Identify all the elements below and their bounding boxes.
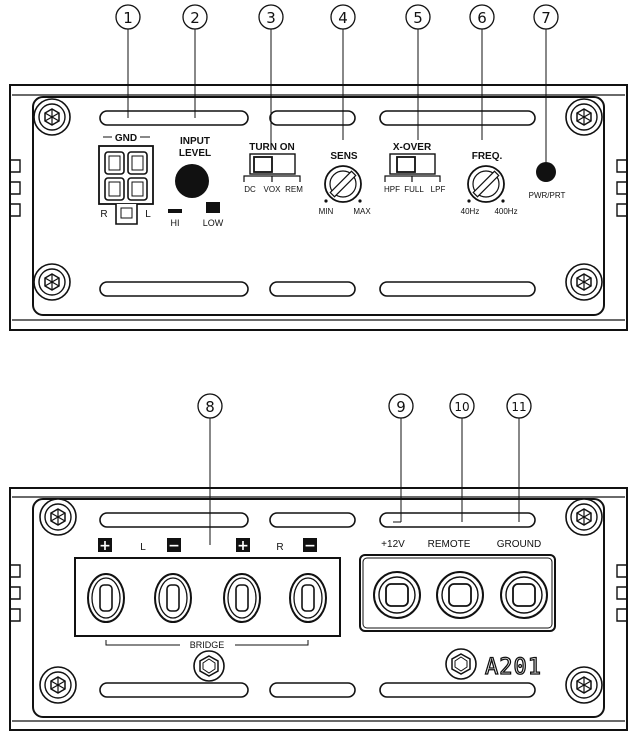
pwr-label: PWR/PRT xyxy=(529,191,566,200)
speaker-terminal[interactable] xyxy=(154,573,192,623)
turn-on-label: TURN ON xyxy=(249,142,295,153)
model-logo: A201 xyxy=(485,655,542,680)
callouts-top: 1 2 3 4 5 6 7 xyxy=(115,4,559,30)
freq-max-label: 400Hz xyxy=(494,207,517,216)
screw-icon xyxy=(565,498,603,536)
minus-icon xyxy=(167,538,181,552)
screw-icon xyxy=(565,666,603,704)
bridge-bracket: BRIDGE xyxy=(105,640,309,650)
sens-min-label: MIN xyxy=(319,207,334,216)
led-icon xyxy=(536,162,556,182)
vent-slot xyxy=(99,682,249,698)
input-level-label-2: LEVEL xyxy=(179,148,211,159)
l-label: L xyxy=(145,209,151,220)
callout-number: 6 xyxy=(477,9,487,27)
speaker-polarity-labels: + L − + R − xyxy=(98,538,317,554)
remote-terminal[interactable] xyxy=(436,571,484,619)
callout-number: 9 xyxy=(396,398,406,416)
speaker-terminal[interactable] xyxy=(289,573,327,623)
knob-icon xyxy=(324,165,362,203)
power-12v-terminal[interactable] xyxy=(373,571,421,619)
vent-slot xyxy=(269,281,356,297)
sens-max-label: MAX xyxy=(353,207,371,216)
vent-slot xyxy=(379,281,536,297)
pwr-led: PWR/PRT xyxy=(529,162,566,200)
minus-symbol: − xyxy=(168,538,180,554)
vent-slot xyxy=(269,110,356,126)
freq-knob[interactable]: FREQ. 40Hz 400Hz xyxy=(461,151,518,216)
input-connector[interactable]: GND R L xyxy=(98,133,154,225)
plus-symbol: + xyxy=(99,538,111,554)
input-level-label: INPUT xyxy=(180,136,210,147)
turn-on-option: DC xyxy=(244,185,256,194)
callout-number: 11 xyxy=(511,400,526,414)
rear-panel: + L − + R − BRIDGE xyxy=(9,393,628,731)
ground-label: GROUND xyxy=(497,539,541,550)
left-channel-label: L xyxy=(140,542,146,553)
xover-label: X-OVER xyxy=(393,142,432,153)
callout-number: 4 xyxy=(338,9,348,27)
gnd-label: GND xyxy=(115,133,137,144)
ground-terminal[interactable] xyxy=(500,571,548,619)
screw-icon xyxy=(39,666,77,704)
plus-icon xyxy=(98,538,112,552)
callout-number: 1 xyxy=(123,9,133,27)
vent-slot xyxy=(99,110,249,126)
remote-label: REMOTE xyxy=(428,539,471,550)
xover-option: HPF xyxy=(384,185,400,194)
xover-switch[interactable]: X-OVER HPF FULL LPF xyxy=(384,142,445,194)
hi-label: HI xyxy=(171,218,180,228)
turn-on-option: REM xyxy=(285,185,303,194)
speaker-terminal[interactable] xyxy=(87,573,125,623)
vent-slot xyxy=(379,110,536,126)
screw-icon xyxy=(565,263,603,301)
screw-icon xyxy=(33,98,71,136)
knob-icon xyxy=(467,165,505,203)
bridge-label: BRIDGE xyxy=(190,640,225,650)
minus-symbol: − xyxy=(304,538,316,554)
callouts-bottom: 8 9 10 11 xyxy=(197,393,532,419)
vent-slot xyxy=(99,281,249,297)
leader-lines xyxy=(127,29,547,162)
vent-slot xyxy=(269,512,356,528)
callout-number: 7 xyxy=(541,9,551,27)
vent-slot xyxy=(379,682,536,698)
hex-screw xyxy=(193,650,225,682)
vent-slot xyxy=(99,512,249,528)
r-label: R xyxy=(100,209,107,220)
hex-screw xyxy=(445,648,477,680)
minus-icon xyxy=(303,538,317,552)
plus-icon xyxy=(236,538,250,552)
callout-number: 3 xyxy=(266,9,276,27)
right-channel-label: R xyxy=(276,542,283,553)
callout-number: 2 xyxy=(190,9,200,27)
low-label: LOW xyxy=(203,218,224,228)
xover-option: FULL xyxy=(404,185,424,194)
turn-on-switch[interactable]: TURN ON DC VOX REM xyxy=(243,142,303,194)
screw-icon xyxy=(565,98,603,136)
vent-slot xyxy=(379,512,536,528)
vent-slot xyxy=(269,682,356,698)
turn-on-option: VOX xyxy=(264,185,282,194)
freq-label: FREQ. xyxy=(472,151,503,162)
sens-knob[interactable]: SENS MIN MAX xyxy=(319,151,372,216)
speaker-terminal[interactable] xyxy=(223,573,261,623)
leader-lines xyxy=(209,418,520,545)
callout-number: 8 xyxy=(205,398,215,416)
front-panel: GND R L INPUT LEVEL HI LOW T xyxy=(9,4,628,331)
input-level-jack[interactable] xyxy=(175,164,209,198)
xover-option: LPF xyxy=(431,185,446,194)
callout-number: 10 xyxy=(454,400,469,414)
callout-number: 5 xyxy=(413,9,423,27)
screw-icon xyxy=(33,263,71,301)
power-12v-label: +12V xyxy=(381,539,405,550)
freq-min-label: 40Hz xyxy=(461,207,480,216)
plus-symbol: + xyxy=(237,538,249,554)
sens-label: SENS xyxy=(330,151,358,162)
screw-icon xyxy=(39,498,77,536)
input-level-switch[interactable]: INPUT LEVEL HI LOW xyxy=(168,136,224,228)
